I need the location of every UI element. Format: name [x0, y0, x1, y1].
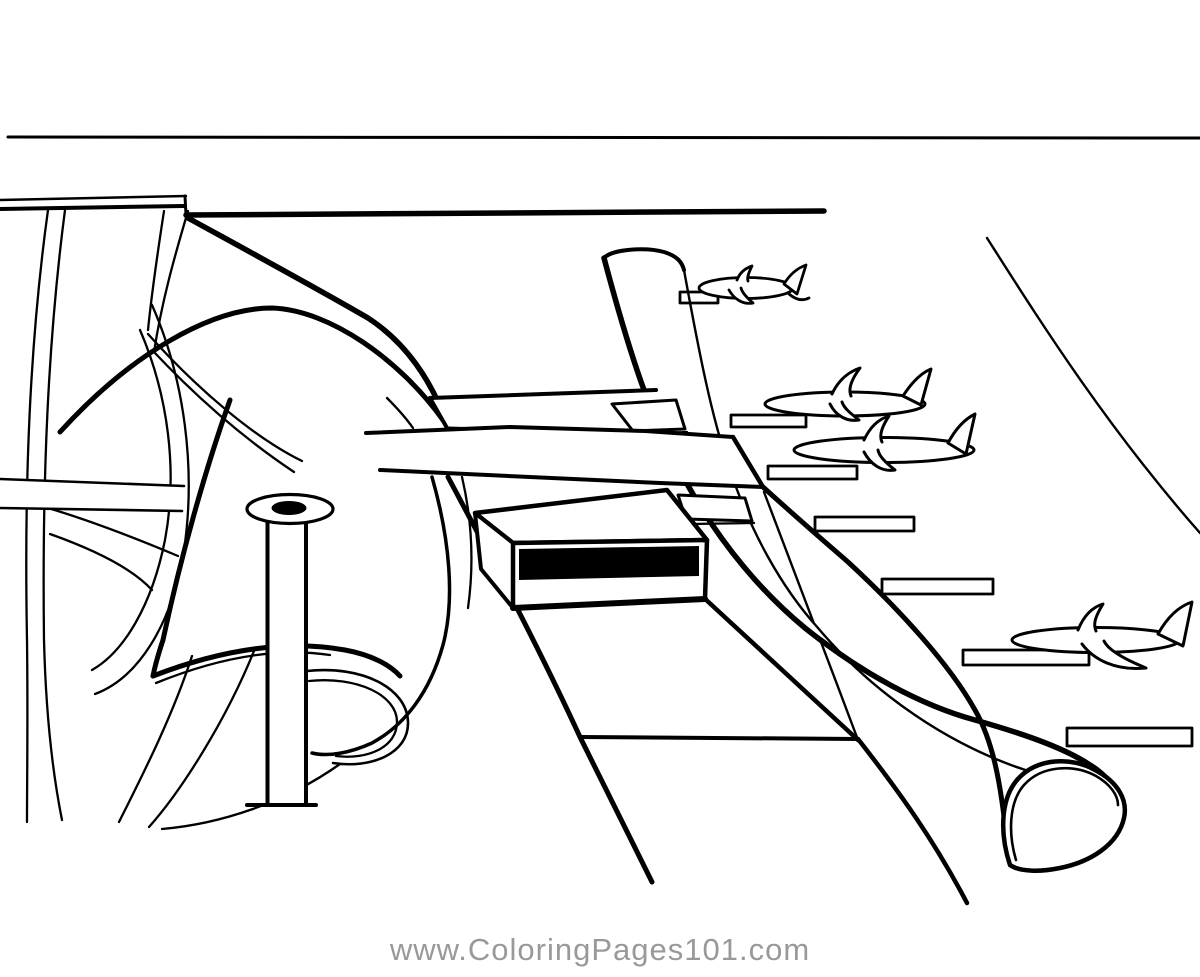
- floating-steps: [678, 290, 1194, 748]
- slide-tube-opening: [1000, 759, 1128, 873]
- wheel-crossbar: [0, 477, 186, 513]
- platform-edge: [0, 194, 827, 218]
- shark-4: [1010, 600, 1194, 670]
- step-5: [880, 577, 995, 596]
- step-7: [1065, 726, 1194, 748]
- shark-1-pectoral-fin: [727, 286, 755, 305]
- shark-3-pectoral-fin: [862, 448, 897, 472]
- shark-2-tail-fin: [901, 367, 933, 407]
- shark-1-dorsal-fin: [735, 264, 754, 283]
- shark-4-tail-fin: [1156, 600, 1194, 648]
- support-cables: [46, 209, 304, 592]
- box-black-stripe: [519, 546, 699, 580]
- water-slide-tube: [602, 247, 1090, 775]
- support-pole: [245, 492, 335, 807]
- shark-4-dorsal-fin: [1076, 602, 1105, 633]
- horizon-line: [6, 135, 1200, 140]
- background-slide-curve: [985, 236, 1200, 535]
- shark-1: [697, 263, 811, 305]
- shark-2-pectoral-fin: [828, 400, 861, 422]
- step-6: [961, 648, 1091, 667]
- watermark-url: www.ColoringPages101.com: [389, 932, 811, 967]
- shark-2: [763, 366, 933, 422]
- shark-2-dorsal-fin: [830, 366, 862, 398]
- step-3: [766, 464, 859, 481]
- vertical-support-post: [25, 208, 67, 824]
- shark-3: [792, 412, 977, 472]
- walkway-band: [364, 425, 766, 490]
- shark-4-pectoral-fin: [1080, 639, 1148, 670]
- ground-ramp-lines: [578, 490, 970, 906]
- pole-hole: [271, 501, 307, 515]
- shark-1-tail-fin: [782, 263, 808, 296]
- step-4: [813, 515, 916, 533]
- step-2: [729, 413, 808, 429]
- platform-box: [472, 487, 710, 611]
- curved-chute-wall: [57, 215, 655, 885]
- shark-3-dorsal-fin: [862, 414, 891, 444]
- shark-3-tail-fin: [946, 412, 977, 456]
